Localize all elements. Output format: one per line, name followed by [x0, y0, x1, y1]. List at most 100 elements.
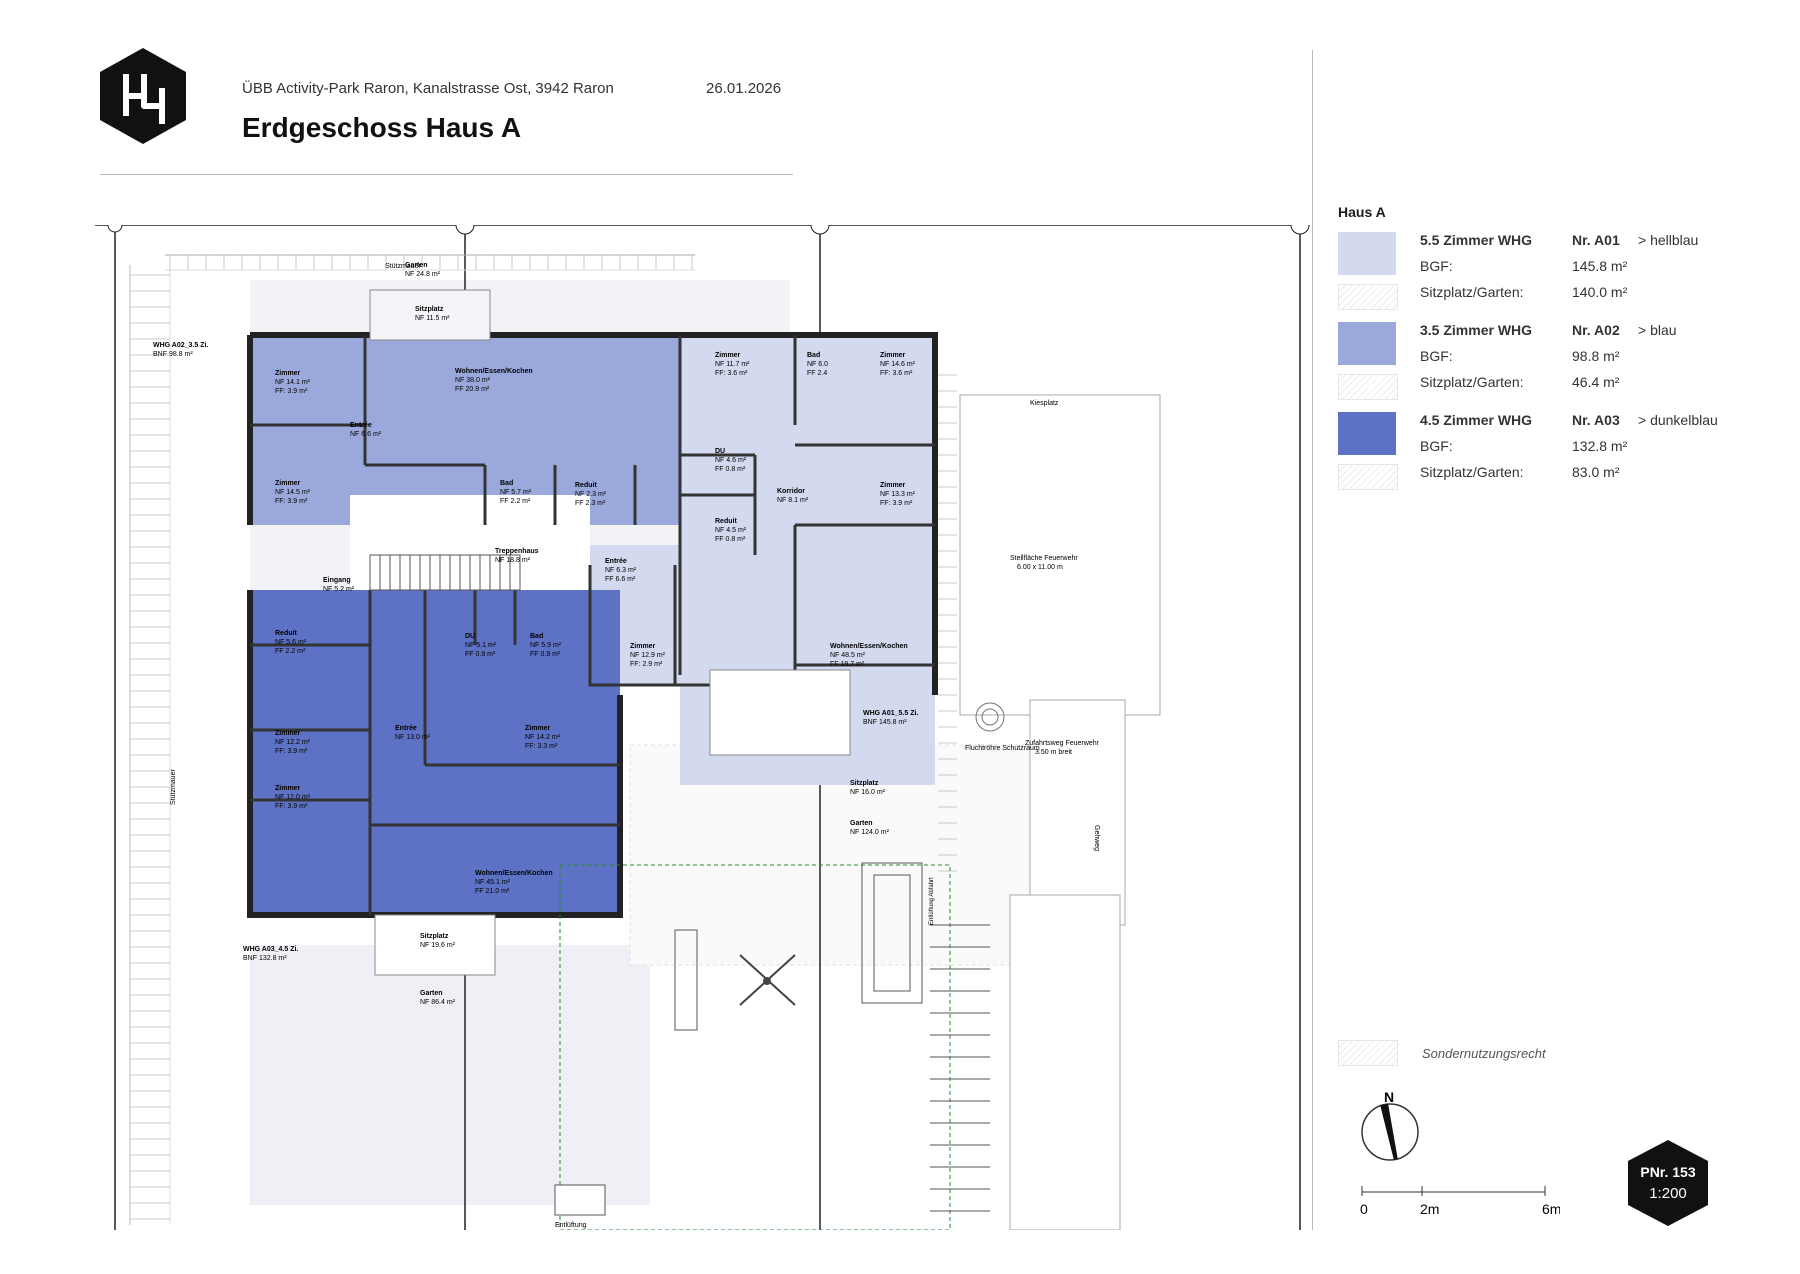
legend-garden-label: Sitzplatz/Garten: — [1420, 464, 1524, 480]
room-nf: NF 38.0 m² — [455, 377, 491, 384]
unit-tag-a01: WHG A01_5.5 Zi. — [863, 710, 918, 717]
label-stuetzmauer-left: Stützmauer — [170, 769, 177, 805]
room-nf: NF 48.5 m² — [830, 652, 866, 659]
room-nf: NF 13.0 m² — [395, 734, 431, 741]
label-stuetzmauer-top: Stützmauer — [385, 263, 421, 270]
legend-garden-value: 46.4 m² — [1572, 374, 1620, 390]
room-name: Zimmer — [275, 730, 301, 737]
legend-bgf-value: 98.8 m² — [1572, 348, 1620, 364]
room-nf: NF 14.5 m² — [275, 489, 311, 496]
room-ff: FF: 3.9 m² — [275, 803, 308, 810]
room-ff: FF 20.9 m² — [455, 386, 490, 393]
legend-color-name: > dunkelblau — [1638, 412, 1718, 428]
room-ff: FF: 3.6 m² — [880, 370, 913, 377]
room-ff: FF: 2.9 m² — [630, 661, 663, 668]
legend-bgf-label: BGF: — [1420, 348, 1453, 364]
room-ff: FF 2.3 m² — [575, 500, 606, 507]
room-nf: NF 18.8 m² — [495, 557, 531, 564]
room-nf: NF 19.6 m² — [420, 942, 456, 949]
room-name: Reduit — [275, 630, 297, 637]
room-nf: NF 11.5 m² — [415, 315, 450, 322]
room-name: Garten — [850, 820, 873, 827]
legend-title: Haus A — [1338, 204, 1386, 220]
special-use-swatch — [1338, 1040, 1398, 1066]
room-nf: NF 6.0 — [807, 361, 828, 368]
room-name: Zimmer — [525, 725, 551, 732]
room-name: Entrée — [395, 725, 417, 732]
room-name: Bad — [530, 633, 543, 640]
room-nf: NF 5.6 m² — [275, 639, 307, 646]
label-kiesplatz: Kiesplatz — [1030, 400, 1059, 407]
label-gehweg: Gehweg — [1093, 825, 1100, 851]
label-stellflaeche: Stellfläche Feuerwehr — [1010, 555, 1078, 562]
room-name: Eingang — [323, 577, 351, 584]
room-nf: NF 24.8 m² — [405, 271, 441, 278]
plan-date: 26.01.2026 — [706, 80, 782, 97]
legend-swatch-unit — [1338, 322, 1396, 365]
room-ff: FF 0.8 m² — [715, 466, 746, 473]
room-nf: NF 4.6 m² — [715, 457, 747, 464]
unit-tag-a03-bnf: BNF 132.8 m² — [243, 955, 287, 962]
legend-color-name: > hellblau — [1638, 232, 1699, 248]
unit-tag-a02: WHG A02_3.5 Zi. — [153, 342, 208, 349]
badge-ratio: 1:200 — [1649, 1185, 1687, 1202]
label-fluchtroehre: Fluchtröhre Schutzraum — [965, 745, 1040, 752]
room-name: Zimmer — [630, 643, 656, 650]
legend-type: 4.5 Zimmer WHG — [1420, 412, 1533, 428]
page-title: Erdgeschoss Haus A — [242, 112, 522, 143]
legend-bgf-label: BGF: — [1420, 438, 1453, 454]
room-ff: FF 6.6 m² — [605, 576, 636, 583]
room-nf: NF 124.0 m² — [850, 829, 890, 836]
room-nf: NF 11.7 m² — [715, 361, 750, 368]
room-name: Garten — [405, 262, 428, 269]
room-name: Bad — [500, 480, 513, 487]
legend-garden-value: 83.0 m² — [1572, 464, 1620, 480]
room-nf: NF 8.1 m² — [777, 497, 809, 504]
room-name: Treppenhaus — [495, 548, 539, 555]
room-name: Wohnen/Essen/Kochen — [455, 368, 533, 375]
scale-bar: 0 2m 6m — [1360, 1186, 1560, 1217]
room-ff: FF 2.4 — [807, 370, 827, 377]
room-name: Sitzplatz — [850, 780, 879, 787]
room-nf: NF 5.7 m² — [500, 489, 532, 496]
legend-swatch-garden — [1338, 464, 1398, 490]
room-ff: FF 2.2 m² — [275, 648, 306, 655]
room-nf: NF 4.5 m² — [715, 527, 747, 534]
room-ff: FF: 3.9 m² — [275, 748, 308, 755]
room-ff: FF 19.7 m² — [830, 661, 865, 668]
room-nf: NF 12.2 m² — [275, 739, 311, 746]
company-logo — [100, 48, 186, 144]
header-rule — [100, 174, 793, 175]
legend-garden-label: Sitzplatz/Garten: — [1420, 284, 1524, 300]
legend-type: 5.5 Zimmer WHG — [1420, 232, 1533, 248]
room-name: Wohnen/Essen/Kochen — [475, 870, 553, 877]
legend-garden-value: 140.0 m² — [1572, 284, 1628, 300]
floor-plan: WHG A02_3.5 Zi. BNF 98.8 m² WHG A01_5.5 … — [95, 225, 1310, 1230]
label-zufahrt: Zufahrtsweg Feuerwehr — [1025, 740, 1100, 747]
legend-garden-label: Sitzplatz/Garten: — [1420, 374, 1524, 390]
room-name: Zimmer — [275, 370, 301, 377]
room-nf: NF 14.6 m² — [880, 361, 916, 368]
panel-divider — [1312, 50, 1313, 1230]
legend-bgf-value: 132.8 m² — [1572, 438, 1628, 454]
room-nf: NF 5.1 m² — [465, 642, 497, 649]
room-ff: FF: 3.9 m² — [880, 500, 913, 507]
unit-a02-floor — [250, 335, 680, 525]
legend-bgf-value: 145.8 m² — [1572, 258, 1628, 274]
plan-number-badge: PNr. 153 1:200 — [1628, 1140, 1708, 1226]
room-name: Korridor — [777, 488, 805, 495]
legend-nr: Nr. A03 — [1572, 412, 1620, 428]
legend-type: 3.5 Zimmer WHG — [1420, 322, 1533, 338]
room-ff: FF 0.9 m² — [465, 651, 496, 658]
unit-tag-a02-bnf: BNF 98.8 m² — [153, 351, 193, 358]
room-name: Wohnen/Essen/Kochen — [830, 643, 908, 650]
label-stellflaeche-dim: 6.00 x 11.00 m — [1017, 564, 1063, 571]
room-ff: FF 21.0 m² — [475, 888, 510, 895]
legend-swatch-unit — [1338, 232, 1396, 275]
room-name: Zimmer — [275, 785, 301, 792]
room-nf: NF 16.0 m² — [850, 789, 886, 796]
room-ff: FF: 3.6 m² — [715, 370, 748, 377]
legend-swatch-garden — [1338, 284, 1398, 310]
north-arrow-icon: N — [1361, 1090, 1419, 1161]
room-name: Zimmer — [715, 352, 741, 359]
